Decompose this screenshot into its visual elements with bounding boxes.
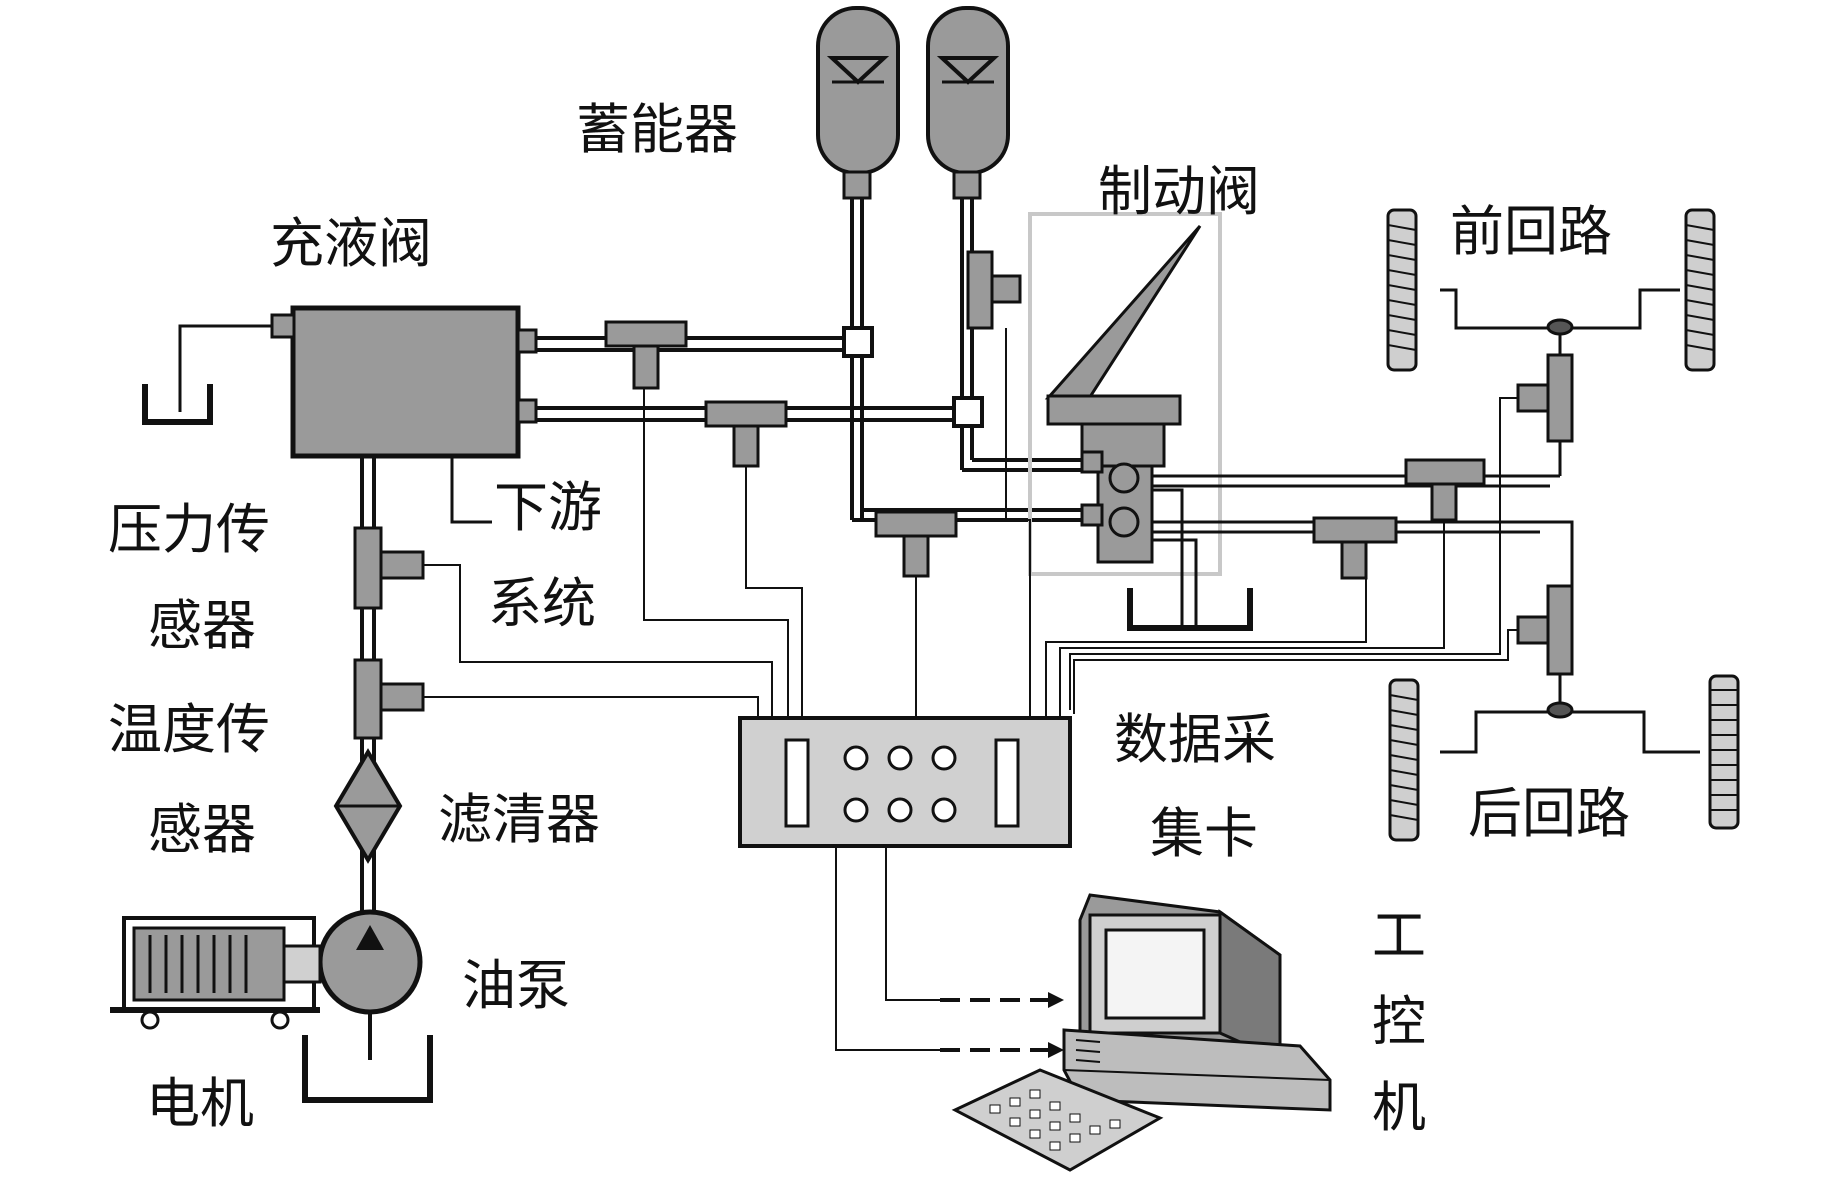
- pressure-sensor-label-line2: 感器: [148, 594, 256, 657]
- front-circuit-label: 前回路: [1450, 200, 1612, 263]
- downstream-label-line2: 系统: [488, 572, 596, 635]
- pump-tank-icon: [302, 1035, 433, 1103]
- pipe-junction: [952, 396, 984, 428]
- arrow-head: [1048, 992, 1064, 1008]
- daq-label-line1: 数据采: [1114, 708, 1276, 771]
- signal-wires: [423, 328, 1518, 718]
- oil-pump-label: 油泵: [462, 954, 570, 1017]
- daq-card-icon: [738, 716, 1072, 848]
- arrow-head: [1048, 1042, 1064, 1058]
- rear-circuit-junction: [1546, 701, 1574, 719]
- hydraulic-pipes: [535, 198, 1095, 522]
- return-line: [178, 324, 272, 412]
- front-circuit-valve-icon: [1516, 353, 1574, 443]
- front-circuit-junction: [1546, 318, 1574, 336]
- brake-valve-icon: [1028, 212, 1222, 576]
- accumulator-left-icon: [816, 6, 900, 200]
- ipc-label-char2: 控: [1372, 990, 1426, 1053]
- brake-return-lines: [1152, 488, 1198, 628]
- ipc-label-char3: 机: [1372, 1076, 1426, 1139]
- accumulator-label: 蓄能器: [576, 98, 738, 161]
- tank-icon: [142, 384, 213, 425]
- rear-circuit-valve-icon: [1516, 584, 1574, 676]
- spring-icon: [1386, 208, 1740, 842]
- brake-tank-icon: [1127, 588, 1253, 631]
- data-arrows: [940, 998, 1050, 1052]
- charging-valve-label: 充液阀: [270, 212, 432, 275]
- downstream-line: [450, 456, 492, 524]
- daq-to-pc-wires: [835, 846, 940, 1051]
- pipe-junction: [842, 326, 874, 358]
- temperature-sensor-label-line2: 感器: [148, 798, 256, 861]
- ipc-label-char1: 工: [1372, 904, 1426, 967]
- rear-circuit-label: 后回路: [1468, 782, 1630, 845]
- brake-valve-label: 制动阀: [1098, 160, 1260, 223]
- pressure-sensor-icon: [353, 526, 425, 610]
- filter-label: 滤清器: [438, 788, 600, 851]
- sensor-tee-icon: [604, 250, 1022, 578]
- daq-label-line2: 集卡: [1150, 802, 1258, 865]
- downstream-label-line1: 下游: [494, 476, 602, 539]
- filter-icon: [333, 748, 403, 864]
- accumulator-right-icon: [926, 6, 1010, 200]
- temperature-sensor-label-line1: 温度传: [108, 698, 270, 761]
- motor-icon: [110, 916, 322, 1030]
- sensor-tee-icon: [1312, 458, 1486, 580]
- keyboard-icon: [951, 1068, 1164, 1172]
- charging-valve-icon: [270, 305, 538, 459]
- pump-icon: [317, 909, 423, 1060]
- motor-label: 电机: [146, 1072, 254, 1135]
- computer-icon: [1062, 893, 1332, 1112]
- pressure-sensor-label-line1: 压力传: [108, 498, 270, 561]
- temperature-sensor-icon: [353, 658, 425, 740]
